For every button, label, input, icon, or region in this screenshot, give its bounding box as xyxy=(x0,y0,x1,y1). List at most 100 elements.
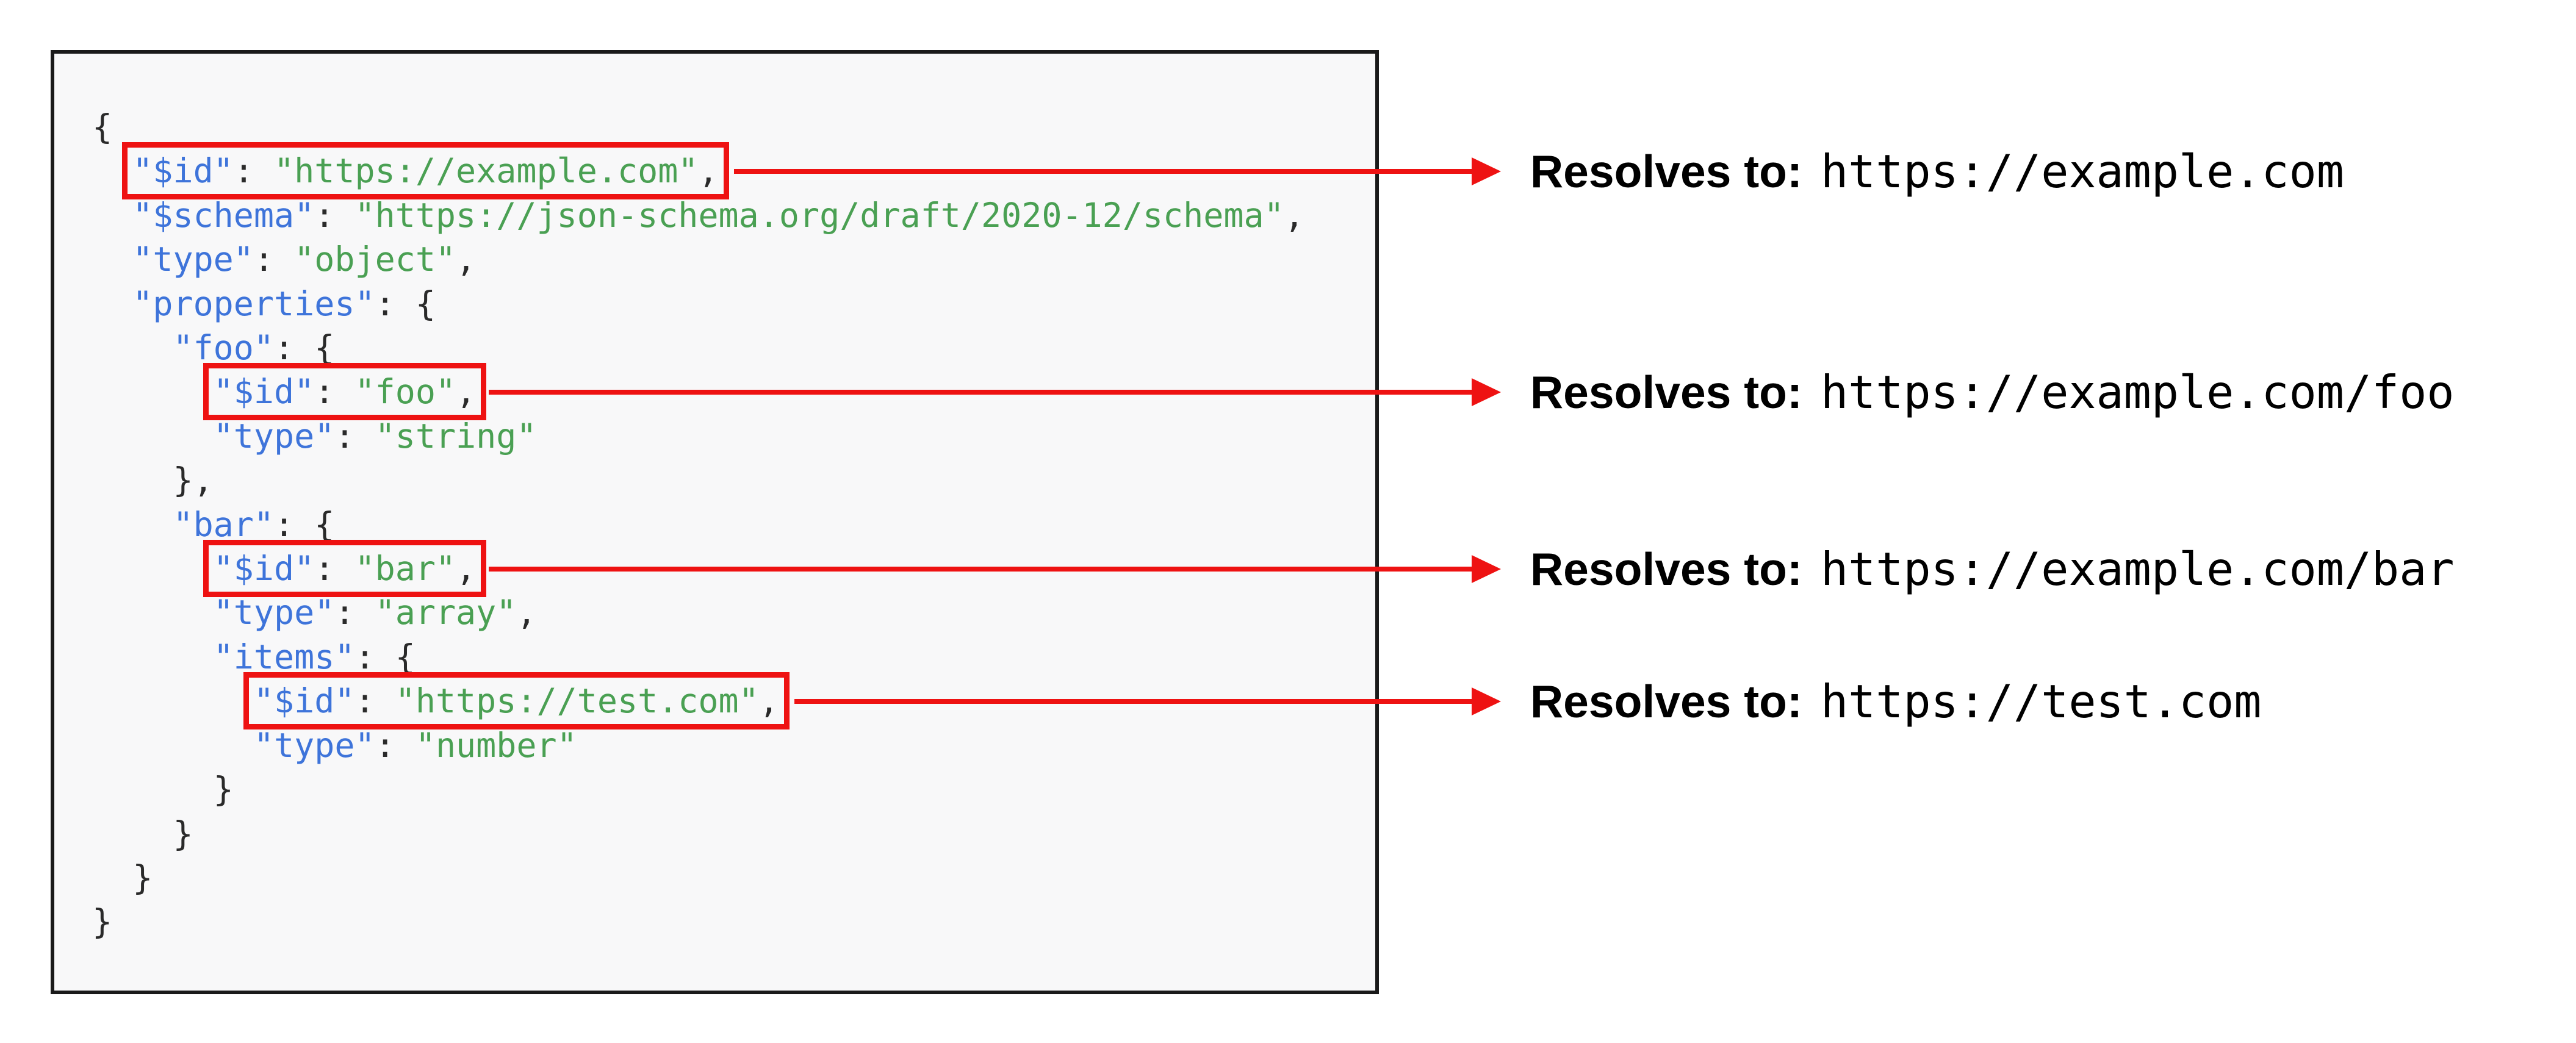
json-punctuation xyxy=(92,637,214,676)
json-key: "$id" xyxy=(213,549,315,589)
json-key: "type" xyxy=(213,416,335,456)
code-line: "properties": { xyxy=(92,282,1375,326)
highlight-box: "$id": "https://test.com", xyxy=(243,672,790,730)
json-key: "bar" xyxy=(173,504,275,544)
json-key: "$id" xyxy=(213,372,315,412)
json-punctuation: : xyxy=(253,240,295,279)
json-string: "foo" xyxy=(354,372,456,412)
json-punctuation xyxy=(92,726,254,765)
code-line: } xyxy=(92,856,1375,900)
json-punctuation: , xyxy=(456,549,477,589)
code-line: "$schema": "https://json-schema.org/draf… xyxy=(92,193,1375,237)
json-punctuation: { xyxy=(92,107,113,146)
json-punctuation: : { xyxy=(375,284,436,323)
highlight-box: "$id": "bar", xyxy=(203,540,487,598)
json-punctuation: , xyxy=(456,240,477,279)
arrow-head-icon xyxy=(1472,687,1501,715)
json-punctuation: : xyxy=(334,416,375,456)
json-string: "https://test.com" xyxy=(395,681,759,721)
code-line: "bar": { xyxy=(92,503,1375,547)
code-line: "$id": "bar", xyxy=(92,540,1375,598)
json-punctuation: : xyxy=(314,195,355,235)
json-punctuation: : { xyxy=(274,328,335,368)
json-punctuation xyxy=(92,505,173,544)
code-line: }, xyxy=(92,458,1375,502)
json-punctuation: } xyxy=(92,770,234,809)
json-punctuation xyxy=(92,196,132,235)
json-key: "properties" xyxy=(132,284,375,323)
resolves-to-label: Resolves to: xyxy=(1530,543,1802,595)
resolves-to-label: Resolves to: xyxy=(1530,676,1802,727)
json-key: "items" xyxy=(213,637,355,676)
json-punctuation: , xyxy=(456,372,477,412)
highlight-box: "$id": "https://example.com", xyxy=(122,142,729,200)
json-punctuation xyxy=(92,593,214,632)
annotation-row: Resolves to: https://test.com xyxy=(1530,670,2261,733)
annotation-row: Resolves to: https://example.com/bar xyxy=(1530,537,2455,601)
json-string: "string" xyxy=(375,416,537,456)
json-key: "type" xyxy=(253,725,375,765)
resolved-url: https://example.com/foo xyxy=(1820,365,2455,419)
annotation-row: Resolves to: https://example.com xyxy=(1530,140,2344,203)
json-punctuation: : xyxy=(334,593,375,633)
json-punctuation: , xyxy=(516,593,537,633)
code-line: } xyxy=(92,767,1375,811)
json-punctuation: : xyxy=(375,725,416,765)
arrow-head-icon xyxy=(1472,157,1501,185)
json-key: "foo" xyxy=(173,328,275,368)
json-punctuation xyxy=(92,681,254,720)
json-punctuation: : xyxy=(314,372,355,412)
code-line: "items": { xyxy=(92,635,1375,679)
code-line: "type": "array", xyxy=(92,590,1375,634)
json-punctuation: , xyxy=(1284,195,1304,235)
arrow-line xyxy=(489,390,1473,395)
json-punctuation: : xyxy=(354,681,395,721)
resolves-to-label: Resolves to: xyxy=(1530,367,1802,418)
resolved-url: https://example.com/bar xyxy=(1820,542,2455,596)
json-key: "type" xyxy=(213,593,335,633)
json-punctuation: , xyxy=(698,151,719,191)
resolved-url: https://test.com xyxy=(1820,675,2262,728)
code-line: "type": "number" xyxy=(92,723,1375,767)
json-key: "$id" xyxy=(132,151,234,191)
arrow-line xyxy=(489,567,1473,572)
json-punctuation xyxy=(92,284,132,323)
arrow-head-icon xyxy=(1472,378,1501,406)
json-string: "https://json-schema.org/draft/2020-12/s… xyxy=(354,195,1284,235)
json-punctuation: : { xyxy=(274,504,335,544)
json-punctuation xyxy=(92,417,214,456)
code-line: } xyxy=(92,900,1375,944)
code-line: "$id": "https://test.com", xyxy=(92,672,1375,730)
resolves-to-label: Resolves to: xyxy=(1530,146,1802,197)
code-line: { xyxy=(92,105,1375,149)
json-string: "number" xyxy=(415,725,577,765)
code-line: "$id": "foo", xyxy=(92,363,1375,421)
code-line: "type": "string" xyxy=(92,414,1375,458)
json-punctuation: } xyxy=(92,902,113,942)
json-punctuation: : { xyxy=(354,637,416,676)
resolved-url: https://example.com xyxy=(1820,145,2344,198)
code-content: { "$id": "https://example.com", "$schema… xyxy=(54,54,1375,991)
json-punctuation: } xyxy=(92,858,153,897)
json-key: "$schema" xyxy=(132,195,315,235)
json-punctuation xyxy=(92,240,132,279)
json-key: "$id" xyxy=(253,681,355,721)
json-punctuation xyxy=(92,328,173,367)
code-line: "type": "object", xyxy=(92,237,1375,281)
code-line: "$id": "https://example.com", xyxy=(92,142,1375,200)
code-panel: { "$id": "https://example.com", "$schema… xyxy=(51,50,1379,994)
json-punctuation: } xyxy=(92,814,193,853)
json-string: "object" xyxy=(294,240,456,279)
arrow-head-icon xyxy=(1472,555,1501,583)
code-line: } xyxy=(92,812,1375,856)
highlight-box: "$id": "foo", xyxy=(203,363,487,421)
json-string: "array" xyxy=(375,593,517,633)
json-punctuation xyxy=(92,372,214,411)
arrow-line xyxy=(734,169,1473,174)
json-punctuation: : xyxy=(233,151,275,191)
json-key: "type" xyxy=(132,240,254,279)
json-punctuation: , xyxy=(758,681,779,721)
json-punctuation: }, xyxy=(92,461,214,500)
arrow-line xyxy=(794,699,1473,704)
